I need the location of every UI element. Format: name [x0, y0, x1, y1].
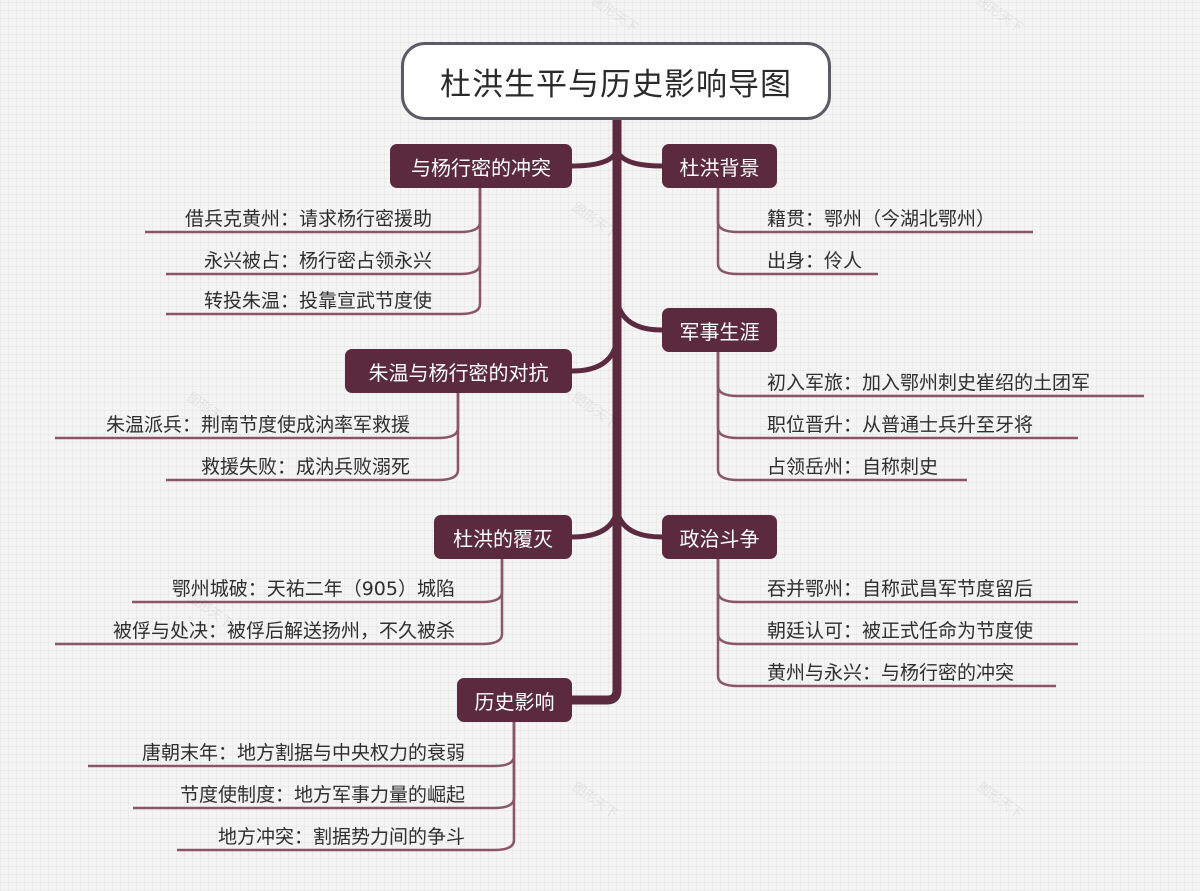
root-title: 杜洪生平与历史影响导图 — [440, 66, 792, 103]
root-node[interactable]: 杜洪生平与历史影响导图 — [401, 42, 831, 120]
branch-label: 朱温与杨行密的对抗 — [368, 360, 549, 385]
leaf-line-impact-3 — [177, 722, 516, 852]
leaf-politics-3[interactable]: 黄州与永兴：与杨行密的冲突 — [767, 662, 1015, 684]
branch-label: 杜洪的覆灭 — [453, 526, 553, 551]
leaf-fall-1[interactable]: 鄂州城破：天祐二年（905）城陷 — [171, 578, 455, 600]
connector-politics — [614, 509, 663, 540]
branch-zhuwen[interactable]: 朱温与杨行密的对抗 — [345, 349, 572, 393]
connector-military — [614, 299, 663, 333]
branch-label: 杜洪背景 — [679, 155, 760, 180]
leaf-military-1[interactable]: 初入军旅：加入鄂州刺史崔绍的土团军 — [767, 372, 1091, 394]
leaf-line-fall-2 — [55, 559, 504, 646]
trunk-line — [555, 115, 622, 705]
branch-label: 与杨行密的冲突 — [411, 155, 551, 180]
leaf-impact-1[interactable]: 唐朝末年：地方割据与中央权力的衰弱 — [141, 742, 465, 764]
leaf-bg-1[interactable]: 籍贯：鄂州（今湖北鄂州） — [767, 208, 996, 230]
leaf-conflict-1[interactable]: 借兵克黄州：请求杨行密援助 — [184, 208, 432, 230]
leaf-impact-2[interactable]: 节度使制度：地方军事力量的崛起 — [179, 784, 465, 806]
leaf-line-zhuwen-2 — [166, 393, 460, 482]
branch-military[interactable]: 军事生涯 — [662, 308, 777, 352]
leaf-line-politics-3 — [716, 559, 1056, 688]
leaf-impact-3[interactable]: 地方冲突：割据势力间的争斗 — [217, 826, 465, 848]
connector-bg — [614, 148, 663, 169]
branch-bg[interactable]: 杜洪背景 — [662, 144, 777, 188]
leaf-military-2[interactable]: 职位晋升：从普通士兵升至牙将 — [767, 414, 1034, 436]
connector-zhuwen — [571, 339, 620, 374]
branch-fall[interactable]: 杜洪的覆灭 — [434, 515, 572, 559]
leaf-line-bg-2 — [716, 188, 878, 276]
leaf-conflict-3[interactable]: 转投朱温：投靠宣武节度使 — [203, 290, 432, 312]
leaf-line-conflict-3 — [166, 188, 482, 316]
leaf-fall-2[interactable]: 被俘与处决：被俘后解送扬州，不久被杀 — [112, 620, 455, 642]
branch-impact[interactable]: 历史影响 — [457, 678, 572, 722]
branch-politics[interactable]: 政治斗争 — [662, 515, 777, 559]
branch-label: 政治斗争 — [679, 526, 760, 551]
connector-conflict — [571, 148, 620, 169]
leaf-politics-2[interactable]: 朝廷认可：被正式任命为节度使 — [767, 620, 1034, 642]
leaf-bg-2[interactable]: 出身：伶人 — [767, 250, 863, 272]
leaf-politics-1[interactable]: 吞并鄂州：自称武昌军节度留后 — [767, 578, 1034, 600]
leaf-conflict-2[interactable]: 永兴被占：杨行密占领永兴 — [203, 250, 432, 272]
leaf-zhuwen-2[interactable]: 救援失败：成汭兵败溺死 — [200, 456, 410, 478]
branch-label: 历史影响 — [474, 689, 555, 714]
leaf-military-3[interactable]: 占领岳州：自称刺史 — [767, 456, 939, 478]
leaf-zhuwen-1[interactable]: 朱温派兵：荆南节度使成汭率军救援 — [105, 414, 410, 436]
branch-label: 军事生涯 — [679, 319, 760, 344]
leaf-line-military-3 — [716, 352, 967, 482]
branch-conflict[interactable]: 与杨行密的冲突 — [390, 144, 572, 188]
connector-fall — [571, 509, 620, 540]
